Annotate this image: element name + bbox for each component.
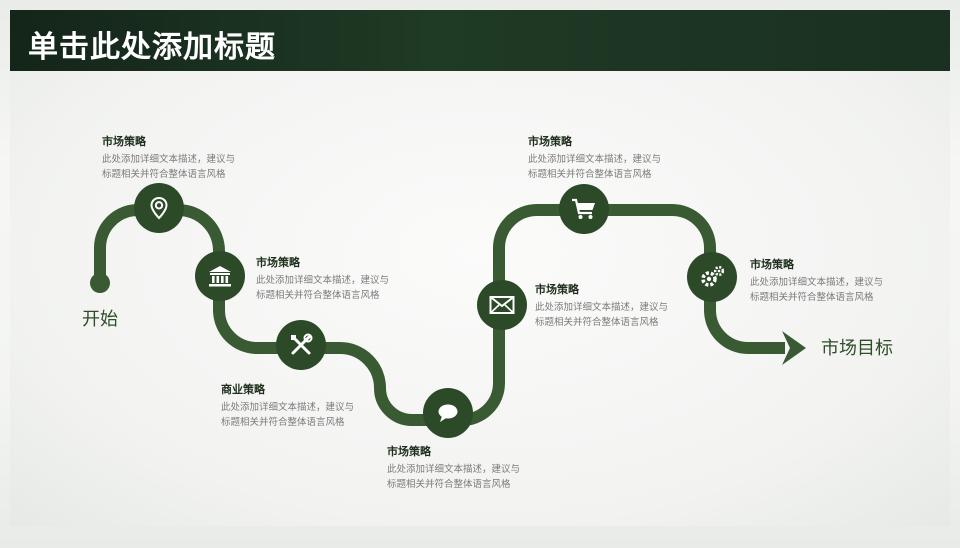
gears-icon [701, 265, 725, 287]
step-description-line: 标题相关并符合整体语言风格 [535, 317, 659, 328]
step-description: 此处添加详细文本描述，建议与 标题相关并符合整体语言风格 [750, 275, 883, 305]
step-heading: 市场策略 [535, 283, 579, 296]
step-description-line: 标题相关并符合整体语言风格 [102, 169, 226, 180]
start-dot [90, 273, 110, 293]
step-node-2[interactable] [195, 251, 245, 301]
step-description-line: 标题相关并符合整体语言风格 [256, 290, 380, 301]
step-description-line: 此处添加详细文本描述，建议与 [750, 277, 884, 288]
step-label-7: 市场策略 此处添加详细文本描述，建议与 标题相关并符合整体语言风格 [750, 258, 883, 305]
envelope-icon [489, 296, 515, 314]
slide-title[interactable]: 单击此处添加标题 [28, 30, 276, 65]
step-description-line: 此处添加详细文本描述，建议与 [102, 154, 236, 165]
step-description-line: 标题相关并符合整体语言风格 [221, 417, 345, 428]
bank-icon [209, 266, 231, 287]
step-heading: 市场策略 [528, 135, 572, 148]
roadmap-line [94, 204, 785, 426]
step-label-3: 商业策略 此处添加详细文本描述，建议与 标题相关并符合整体语言风格 [221, 383, 354, 430]
step-heading: 市场策略 [256, 256, 300, 269]
title-bar: 单击此处添加标题 [10, 10, 950, 71]
end-arrow [782, 331, 806, 365]
start-label: 开始 [82, 309, 118, 330]
step-description: 此处添加详细文本描述，建议与 标题相关并符合整体语言风格 [102, 152, 235, 182]
step-node-5[interactable] [477, 280, 527, 330]
tools-icon [291, 333, 313, 355]
step-heading: 商业策略 [221, 383, 265, 396]
location-pin-icon [150, 196, 168, 220]
step-description-line: 标题相关并符合整体语言风格 [387, 479, 511, 490]
step-description-line: 此处添加详细文本描述，建议与 [387, 464, 521, 475]
step-description-line: 标题相关并符合整体语言风格 [750, 292, 874, 303]
step-description-line: 标题相关并符合整体语言风格 [528, 169, 652, 180]
step-description-line: 此处添加详细文本描述，建议与 [256, 275, 390, 286]
step-node-4[interactable] [423, 388, 473, 438]
step-label-6: 市场策略 此处添加详细文本描述，建议与 标题相关并符合整体语言风格 [528, 135, 661, 182]
step-description: 此处添加详细文本描述，建议与 标题相关并符合整体语言风格 [221, 400, 354, 430]
step-description-line: 此处添加详细文本描述，建议与 [221, 402, 355, 413]
step-label-2: 市场策略 此处添加详细文本描述，建议与 标题相关并符合整体语言风格 [256, 256, 389, 303]
step-node-6[interactable] [559, 184, 609, 234]
step-node-3[interactable] [276, 320, 326, 370]
step-node-1[interactable] [134, 183, 184, 233]
step-label-4: 市场策略 此处添加详细文本描述，建议与 标题相关并符合整体语言风格 [387, 445, 520, 492]
step-description: 此处添加详细文本描述，建议与 标题相关并符合整体语言风格 [528, 152, 661, 182]
step-label-1: 市场策略 此处添加详细文本描述，建议与 标题相关并符合整体语言风格 [102, 135, 235, 182]
step-description: 此处添加详细文本描述，建议与 标题相关并符合整体语言风格 [256, 273, 389, 303]
shopping-cart-icon [572, 198, 595, 219]
step-description: 此处添加详细文本描述，建议与 标题相关并符合整体语言风格 [387, 462, 520, 492]
step-description-line: 此处添加详细文本描述，建议与 [535, 302, 669, 313]
step-node-7[interactable] [687, 252, 737, 302]
step-description: 此处添加详细文本描述，建议与 标题相关并符合整体语言风格 [535, 300, 668, 330]
chat-bubble-icon [438, 404, 458, 422]
step-label-5: 市场策略 此处添加详细文本描述，建议与 标题相关并符合整体语言风格 [535, 283, 668, 330]
step-heading: 市场策略 [750, 258, 794, 271]
step-heading: 市场策略 [102, 135, 146, 148]
step-description-line: 此处添加详细文本描述，建议与 [528, 154, 662, 165]
end-label: 市场目标 [821, 338, 893, 359]
step-heading: 市场策略 [387, 445, 431, 458]
